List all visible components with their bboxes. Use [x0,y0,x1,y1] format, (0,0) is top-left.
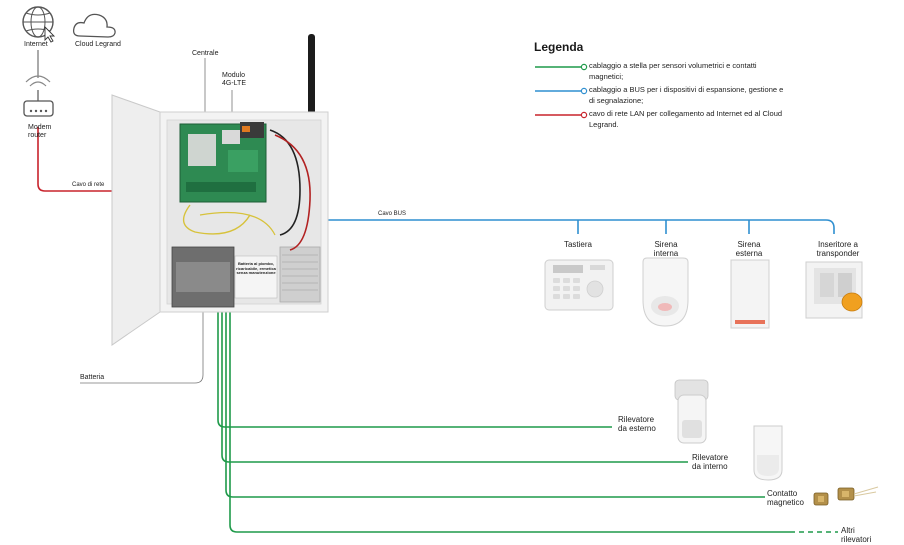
device-label-inseritore: Inseritore a transponder [816,240,860,259]
device-label-sirena-esterna: Sirena esterna [735,240,763,259]
outdoor-siren-device [730,259,770,329]
internet-label: Internet [24,41,48,48]
internet-globe-icon [22,6,56,43]
magnetic-contact-device [813,486,879,506]
transponder-inserter-device [805,261,863,319]
modem-router-icon [23,75,54,117]
star-line-3 [225,200,765,498]
legend-title: Legenda [534,40,584,54]
indoor-detector-device [753,425,783,481]
control-panel-enclosure [111,94,329,346]
battery-caption: Batteria [80,374,105,381]
legend-red-dot [580,111,588,119]
device-label-tastiera: Tastiera [563,240,592,249]
device-label-altri-rilevatori: Altri rilevatori [841,526,872,545]
legend-item-bus: cablaggio a BUS per i dispositivi di esp… [589,85,784,105]
device-label-rilevatore-interno: Rilevatore da interno [692,453,729,472]
cloud-icon [72,13,116,38]
lan-cable-label: Cavo di rete [72,182,105,188]
legend-green-dot [580,63,588,71]
star-line-2 [221,200,688,463]
lan-cable-line [37,127,190,192]
star-line-4 [229,200,790,533]
modulo-label: Modulo 4G-LTE [222,72,246,88]
centrale-label: Centrale [192,50,219,57]
bus-line [259,150,835,234]
device-label-sirena-interna: Sirena interna [653,240,679,259]
battery-label-sticker [234,255,278,299]
bus-cable-label: Cavo BUS [378,211,407,217]
battery-icon [171,246,235,308]
star-line-1 [217,200,612,428]
modem-label: Modem router [28,124,52,140]
legend-item-lan: cavo di rete LAN per collegamento ad Int… [589,109,783,129]
legend-item-star: cablaggio a stella per sensori volumetri… [589,61,757,81]
battery-callout-line [80,300,204,384]
indoor-siren-device [642,257,689,327]
cloud-label: Cloud Legrand [75,41,121,48]
legend-blue-dot [580,87,588,95]
keypad-device [544,259,614,311]
device-label-contatto-magnetico: Contatto magnetico [767,489,804,508]
device-label-rilevatore-esterno: Rilevatore da esterno [618,415,656,434]
antenna-icon [305,34,318,124]
battery-sticker-text: Batteria al piombo, ricaricabile, ermeti… [236,261,276,276]
outdoor-detector-device [674,379,709,444]
